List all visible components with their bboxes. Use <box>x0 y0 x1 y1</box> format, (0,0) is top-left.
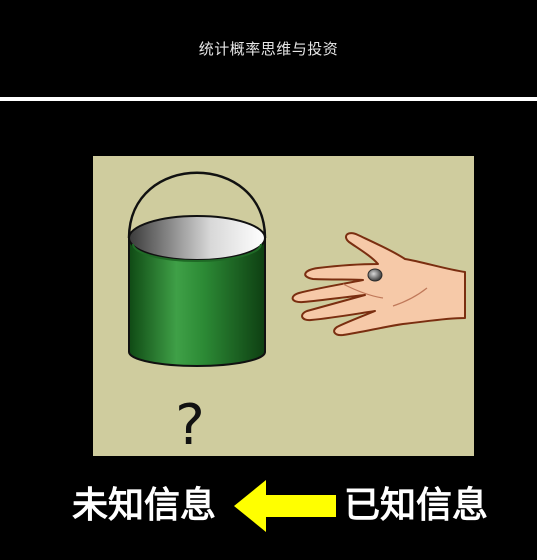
question-mark: ? <box>175 393 205 456</box>
illustration-panel: ? <box>93 156 474 456</box>
unknown-info-label: 未知信息 <box>72 485 217 526</box>
header-divider <box>0 97 537 101</box>
bucket-handle <box>127 171 267 239</box>
coin-icon <box>367 268 383 282</box>
known-info-label: 已知信息 <box>344 485 489 526</box>
page-title: 统计概率思维与投资 <box>198 40 339 58</box>
header-bar: 统计概率思维与投资 <box>0 0 537 97</box>
left-arrow-icon <box>234 480 336 532</box>
bucket-icon <box>128 215 266 367</box>
open-hand-icon <box>291 232 466 337</box>
